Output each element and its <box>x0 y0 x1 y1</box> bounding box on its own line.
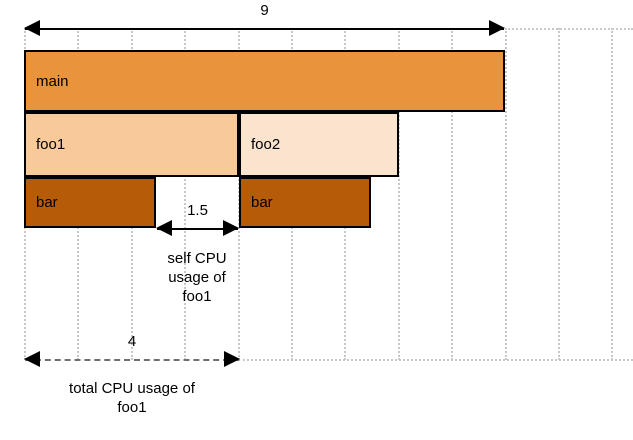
frame-bar-right-label: bar <box>251 194 273 211</box>
frame-bar-left-label: bar <box>36 194 58 211</box>
frame-foo2[interactable]: foo2 <box>239 112 399 177</box>
caption-total-cpu-line2: foo1 <box>117 398 147 416</box>
gridline-3 <box>184 28 186 360</box>
gridline-7 <box>398 28 400 360</box>
arrowhead-right-icon <box>223 220 239 236</box>
frame-bar-right[interactable]: bar <box>239 177 371 228</box>
measure-self-cpu-value: 1.5 <box>187 202 208 219</box>
gridline-11 <box>611 28 613 360</box>
gridline-9 <box>505 28 507 360</box>
caption-self-cpu-line3: foo1 <box>182 287 212 305</box>
measure-total-width-value: 9 <box>260 2 269 19</box>
gridline-8 <box>451 28 453 360</box>
caption-self-cpu-line2: usage of <box>168 268 226 286</box>
measure-total-width-shaft <box>25 28 504 30</box>
arrowhead-left-icon <box>156 220 172 236</box>
measure-self-cpu-shaft <box>157 228 238 230</box>
frame-foo1-label: foo1 <box>36 136 66 153</box>
gridline-10 <box>558 28 560 360</box>
frame-foo2-label: foo2 <box>251 136 281 153</box>
caption-total-cpu: total CPU usage of foo1 <box>32 380 232 418</box>
hgridline-top <box>505 28 633 30</box>
frame-main[interactable]: main <box>24 50 505 112</box>
caption-self-cpu: self CPU usage of foo1 <box>141 250 253 306</box>
measure-total-cpu-shaft <box>25 359 239 361</box>
caption-self-cpu-line1: self CPU <box>167 250 227 267</box>
frame-foo1[interactable]: foo1 <box>24 112 239 177</box>
arrowhead-left-icon <box>24 351 40 367</box>
arrowhead-right-icon <box>224 351 240 367</box>
frame-bar-left[interactable]: bar <box>24 177 156 228</box>
caption-total-cpu-line1: total CPU usage of <box>69 380 195 397</box>
hgridline-bottom <box>238 359 633 361</box>
arrowhead-right-icon <box>489 20 505 36</box>
arrowhead-left-icon <box>24 20 40 36</box>
frame-main-label: main <box>36 72 69 90</box>
measure-total-cpu-value: 4 <box>127 333 137 350</box>
